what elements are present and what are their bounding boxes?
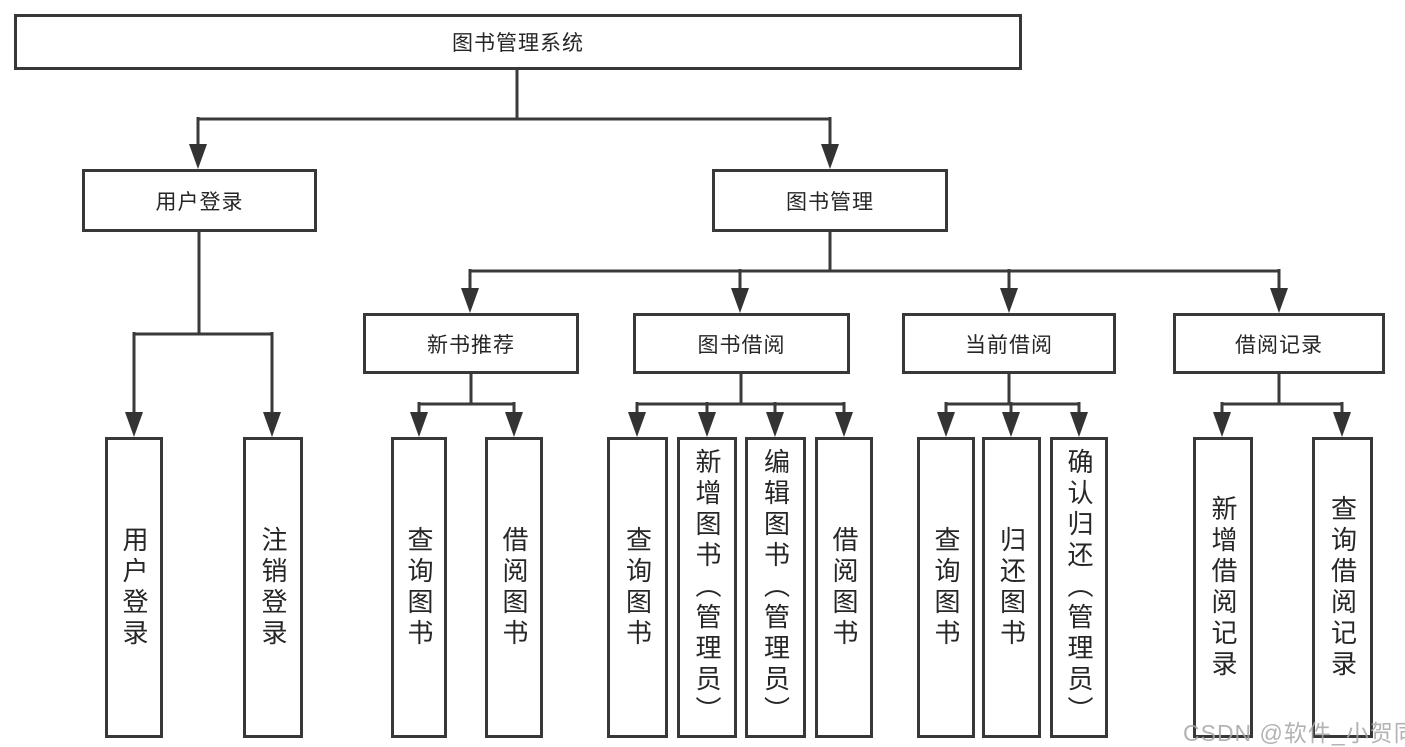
- leaf-query-book-recommend: 查询图书: [391, 437, 447, 738]
- node-library-management-system: 图书管理系统: [14, 14, 1022, 70]
- leaf-label: 新增图书（管理员）: [692, 448, 722, 727]
- leaf-label: 查询图书: [404, 525, 434, 650]
- leaf-label: 借阅图书: [829, 525, 859, 650]
- leaf-label: 确认归还（管理员）: [1064, 448, 1094, 727]
- leaf-user-login: 用户登录: [105, 437, 163, 738]
- leaf-label: 新增借阅记录: [1208, 494, 1238, 681]
- leaf-query-borrow-record: 查询借阅记录: [1312, 437, 1373, 738]
- node-current-borrow: 当前借阅: [902, 313, 1116, 374]
- leaf-label: 注销登录: [258, 525, 288, 650]
- leaf-borrow-book-recommend: 借阅图书: [485, 437, 543, 738]
- leaf-logout: 注销登录: [243, 437, 303, 738]
- node-new-book-recommend: 新书推荐: [363, 313, 579, 374]
- node-book-borrow: 图书借阅: [633, 313, 850, 374]
- leaf-label: 查询图书: [931, 525, 961, 650]
- leaf-label: 查询借阅记录: [1327, 494, 1358, 681]
- leaf-edit-book-admin: 编辑图书（管理员）: [745, 437, 806, 738]
- leaf-label: 借阅图书: [499, 525, 529, 650]
- leaf-return-book: 归还图书: [982, 437, 1041, 738]
- csdn-watermark: CSDN @软件_小贺同学: [1183, 720, 1405, 746]
- leaf-label: 查询图书: [622, 525, 653, 650]
- leaf-add-book-admin: 新增图书（管理员）: [677, 437, 737, 738]
- leaf-query-book: 查询图书: [607, 437, 668, 738]
- node-user-login: 用户登录: [82, 169, 317, 232]
- node-borrow-records: 借阅记录: [1173, 313, 1385, 374]
- leaf-confirm-return-admin: 确认归还（管理员）: [1050, 437, 1108, 738]
- leaf-query-current-book: 查询图书: [917, 437, 975, 738]
- node-book-management: 图书管理: [712, 169, 948, 232]
- leaf-label: 用户登录: [119, 525, 149, 650]
- leaf-add-borrow-record: 新增借阅记录: [1193, 437, 1253, 738]
- leaf-label: 归还图书: [996, 525, 1027, 650]
- leaf-label: 编辑图书（管理员）: [760, 448, 791, 727]
- leaf-borrow-book: 借阅图书: [815, 437, 873, 738]
